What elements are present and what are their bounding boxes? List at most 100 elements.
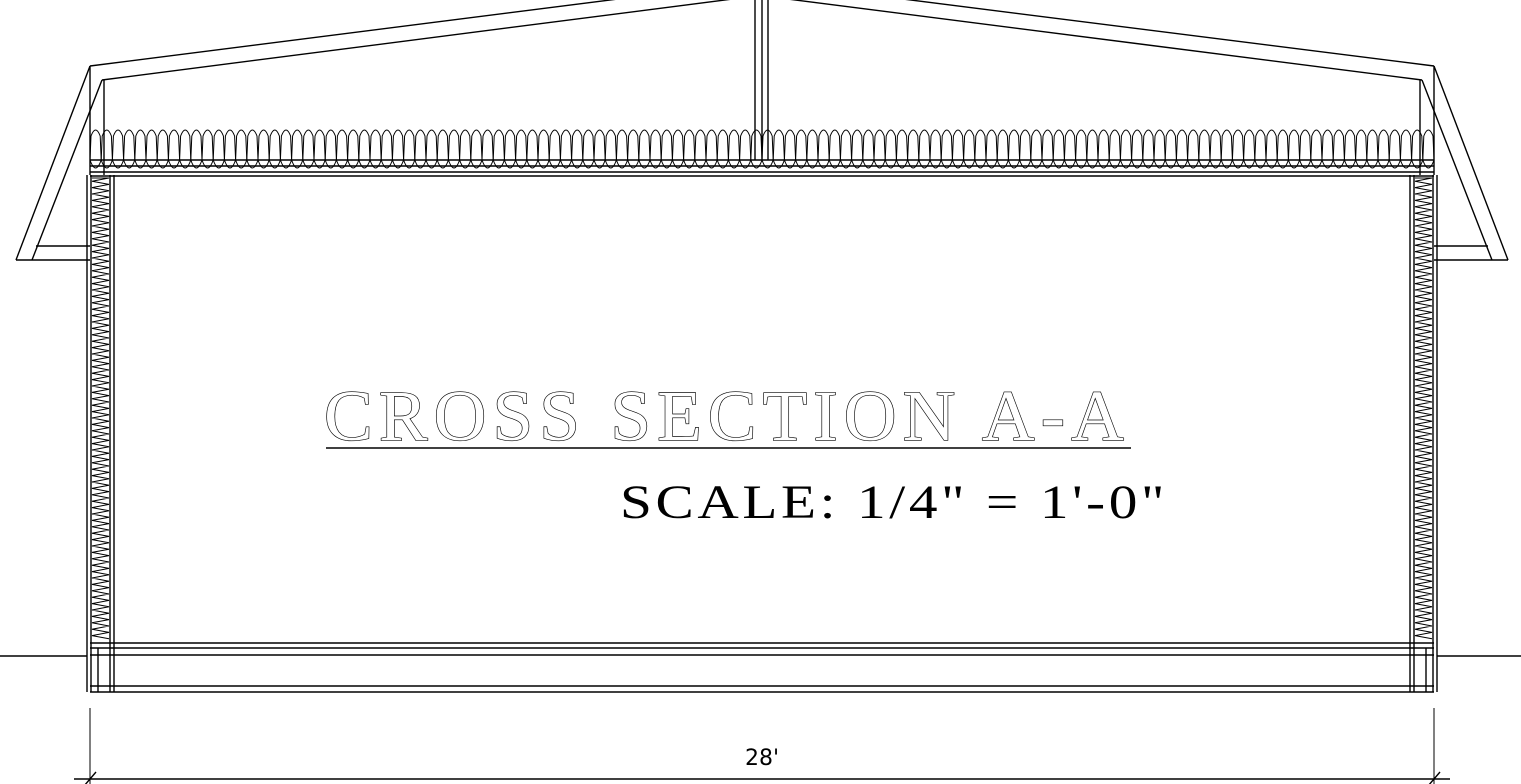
insulation-batt bbox=[369, 129, 382, 169]
insulation-batt bbox=[201, 129, 214, 169]
insulation-batt bbox=[1243, 129, 1256, 169]
insulation-batt bbox=[447, 129, 461, 169]
insulation-batt bbox=[593, 129, 606, 169]
insulation-batt bbox=[604, 129, 617, 169]
insulation-batt bbox=[257, 129, 270, 169]
insulation-batt bbox=[470, 129, 483, 169]
left-eave bbox=[15, 65, 105, 261]
floor-slab bbox=[90, 642, 1434, 693]
insulation-batt bbox=[1086, 129, 1099, 169]
insulation-batt bbox=[1164, 129, 1177, 169]
insulation-batt bbox=[1153, 129, 1166, 169]
right-wall-insulation bbox=[1414, 177, 1433, 640]
insulation-batt bbox=[425, 129, 438, 169]
insulation-batt bbox=[907, 129, 920, 169]
insulation-batt bbox=[1142, 129, 1155, 169]
insulation-batt bbox=[851, 129, 864, 169]
insulation-batt bbox=[1007, 129, 1021, 169]
insulation-batt bbox=[302, 129, 315, 169]
wall-insulation-zigzag bbox=[1414, 177, 1433, 640]
insulation-batt bbox=[929, 129, 942, 169]
insulation-batt bbox=[1119, 129, 1133, 169]
insulation-batt bbox=[1377, 129, 1390, 169]
insulation-batt bbox=[1220, 129, 1233, 169]
insulation-batt bbox=[1399, 129, 1413, 169]
insulation-batt bbox=[1310, 129, 1323, 169]
right-eave bbox=[1419, 65, 1509, 261]
insulation-batt bbox=[492, 129, 505, 169]
insulation-batt bbox=[918, 129, 931, 169]
insulation-batt bbox=[783, 129, 797, 169]
insulation-batt bbox=[1332, 129, 1345, 169]
ceiling-insulation bbox=[89, 129, 1435, 177]
insulation-batt bbox=[1287, 129, 1301, 169]
insulation-batt bbox=[515, 129, 528, 169]
insulation-batt bbox=[1097, 129, 1110, 169]
insulation-batt bbox=[1030, 129, 1043, 169]
insulation-batt bbox=[817, 129, 830, 169]
insulation-batt bbox=[111, 129, 125, 169]
scale-label: SCALE: 1/4" = 1'-0" bbox=[620, 476, 1168, 529]
insulation-batt bbox=[223, 129, 237, 169]
insulation-batt bbox=[582, 129, 595, 169]
insulation-batt bbox=[571, 129, 584, 169]
insulation-batt bbox=[683, 129, 696, 169]
right-wall bbox=[1409, 175, 1438, 692]
insulation-batt bbox=[481, 129, 494, 169]
drawing-title: CROSS SECTION A-A bbox=[324, 376, 1130, 456]
insulation-batt bbox=[638, 129, 651, 169]
insulation-batt bbox=[828, 129, 841, 169]
insulation-batt bbox=[716, 129, 729, 169]
insulation-batt bbox=[1231, 129, 1245, 169]
insulation-batt bbox=[649, 129, 662, 169]
insulation-batt bbox=[279, 129, 293, 169]
insulation-batt bbox=[1366, 129, 1379, 169]
insulation-batt bbox=[974, 129, 987, 169]
insulation-batt bbox=[1063, 129, 1077, 169]
insulation-batt bbox=[839, 129, 853, 169]
insulation-batt bbox=[996, 129, 1009, 169]
left-wall-insulation bbox=[91, 177, 110, 640]
insulation-batt bbox=[324, 129, 337, 169]
insulation-batt bbox=[503, 129, 517, 169]
insulation-batt bbox=[1209, 129, 1222, 169]
insulation-batt bbox=[884, 129, 897, 169]
insulation-batt bbox=[347, 129, 360, 169]
insulation-batt bbox=[727, 129, 741, 169]
insulation-batt bbox=[1108, 129, 1121, 169]
dimension-label: 28' bbox=[745, 746, 779, 771]
insulation-batt bbox=[873, 129, 886, 169]
roof-rafters bbox=[89, 0, 1435, 160]
insulation-batt bbox=[1019, 129, 1032, 169]
wall-insulation-zigzag bbox=[91, 177, 110, 640]
insulation-batt bbox=[559, 129, 573, 169]
insulation-batt bbox=[89, 129, 102, 169]
insulation-batt bbox=[1187, 129, 1200, 169]
insulation-batt bbox=[705, 129, 718, 169]
insulation-batt bbox=[1299, 129, 1312, 169]
insulation-batt bbox=[660, 129, 673, 169]
insulation-batt bbox=[671, 129, 685, 169]
insulation-batt bbox=[1175, 129, 1189, 169]
insulation-batt bbox=[335, 129, 349, 169]
insulation-batt bbox=[212, 129, 225, 169]
insulation-batt bbox=[1198, 129, 1211, 169]
insulation-batt bbox=[291, 129, 304, 169]
left-wall bbox=[86, 175, 115, 692]
insulation-batt bbox=[1276, 129, 1289, 169]
insulation-batt bbox=[963, 129, 976, 169]
insulation-batt bbox=[1355, 129, 1368, 169]
insulation-batt bbox=[179, 129, 192, 169]
insulation-batt bbox=[1052, 129, 1065, 169]
insulation-batt bbox=[627, 129, 640, 169]
insulation-batt bbox=[123, 129, 136, 169]
insulation-batt bbox=[100, 129, 113, 169]
insulation-batt bbox=[739, 129, 752, 169]
insulation-batt bbox=[190, 129, 203, 169]
insulation-batt bbox=[862, 129, 875, 169]
insulation-batt bbox=[940, 129, 953, 169]
insulation-batt bbox=[951, 129, 965, 169]
insulation-batt bbox=[268, 129, 281, 169]
insulation-batt bbox=[145, 129, 158, 169]
